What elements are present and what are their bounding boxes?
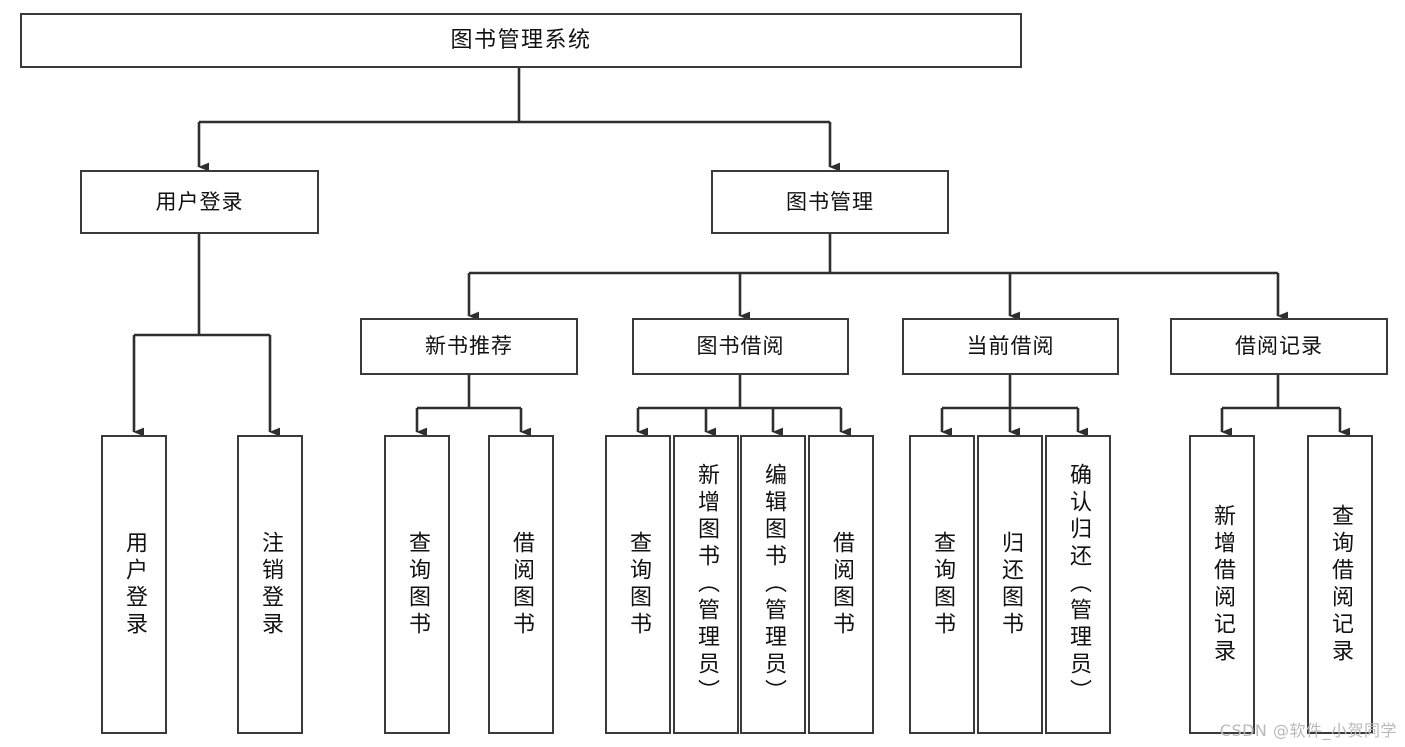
leaf-borrow-record-2-label: 查询借阅记录 bbox=[1328, 503, 1353, 666]
node-user-login[interactable]: 用户登录 bbox=[80, 170, 319, 234]
leaf-book-borrow-1-label: 查询图书 bbox=[626, 530, 651, 639]
leaf-user-login-2-label: 注销登录 bbox=[258, 530, 283, 639]
leaf-book-borrow-4[interactable]: 借阅图书 bbox=[808, 435, 874, 734]
leaf-book-borrow-3-label: 编辑图书（管理员） bbox=[761, 463, 786, 706]
leaf-current-borrow-1[interactable]: 查询图书 bbox=[909, 435, 975, 734]
leaf-current-borrow-1-label: 查询图书 bbox=[930, 530, 955, 639]
leaf-user-login-1-label: 用户登录 bbox=[122, 530, 147, 639]
node-current-borrow-label: 当前借阅 bbox=[966, 334, 1055, 359]
node-borrow-record[interactable]: 借阅记录 bbox=[1170, 318, 1388, 375]
leaf-current-borrow-3-label: 确认归还（管理员） bbox=[1066, 463, 1091, 706]
node-current-borrow[interactable]: 当前借阅 bbox=[902, 318, 1119, 375]
node-new-book-recommend-label: 新书推荐 bbox=[425, 334, 513, 359]
leaf-new-book-1[interactable]: 查询图书 bbox=[384, 435, 450, 734]
leaf-new-book-2-label: 借阅图书 bbox=[509, 530, 534, 639]
node-root-system[interactable]: 图书管理系统 bbox=[20, 13, 1022, 68]
leaf-current-borrow-3[interactable]: 确认归还（管理员） bbox=[1045, 435, 1111, 734]
node-root-system-label: 图书管理系统 bbox=[450, 27, 592, 53]
leaf-borrow-record-1[interactable]: 新增借阅记录 bbox=[1189, 435, 1255, 734]
leaf-borrow-record-1-label: 新增借阅记录 bbox=[1210, 503, 1235, 666]
node-borrow-record-label: 借阅记录 bbox=[1235, 334, 1323, 359]
leaf-new-book-2[interactable]: 借阅图书 bbox=[488, 435, 554, 734]
node-book-manage[interactable]: 图书管理 bbox=[711, 170, 949, 234]
leaf-book-borrow-2-label: 新增图书（管理员） bbox=[694, 463, 719, 706]
leaf-current-borrow-2-label: 归还图书 bbox=[998, 530, 1023, 639]
node-book-borrow-label: 图书借阅 bbox=[696, 334, 785, 359]
leaf-book-borrow-2[interactable]: 新增图书（管理员） bbox=[673, 435, 739, 734]
node-user-login-label: 用户登录 bbox=[155, 189, 244, 214]
csdn-watermark: CSDN @软件_小贺同学 bbox=[1219, 721, 1397, 740]
node-book-borrow[interactable]: 图书借阅 bbox=[632, 318, 849, 375]
node-book-manage-label: 图书管理 bbox=[786, 189, 874, 214]
leaf-book-borrow-4-label: 借阅图书 bbox=[829, 530, 854, 639]
leaf-borrow-record-2[interactable]: 查询借阅记录 bbox=[1307, 435, 1373, 734]
leaf-user-login-2[interactable]: 注销登录 bbox=[237, 435, 303, 734]
leaf-user-login-1[interactable]: 用户登录 bbox=[101, 435, 167, 734]
leaf-current-borrow-2[interactable]: 归还图书 bbox=[977, 435, 1043, 734]
leaf-book-borrow-3[interactable]: 编辑图书（管理员） bbox=[740, 435, 806, 734]
leaf-new-book-1-label: 查询图书 bbox=[405, 530, 430, 639]
node-new-book-recommend[interactable]: 新书推荐 bbox=[360, 318, 578, 375]
leaf-book-borrow-1[interactable]: 查询图书 bbox=[605, 435, 671, 734]
